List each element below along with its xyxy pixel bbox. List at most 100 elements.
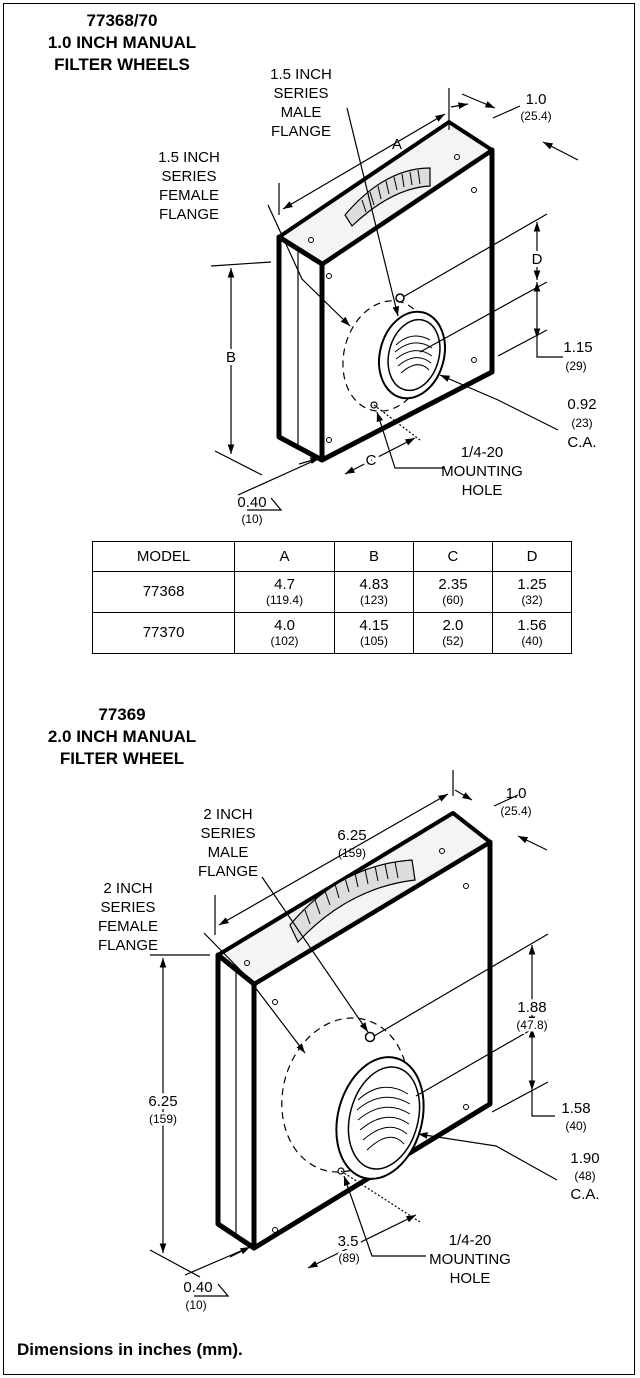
cell-metric: (119.4) [265, 593, 304, 607]
top-male-flange-4: FLANGE [271, 123, 331, 140]
bottom-dim-thickness: 1.0 [506, 785, 527, 802]
bottom-mounting-3: HOLE [450, 1270, 491, 1287]
cell-value: 4.0 [274, 617, 295, 634]
bottom-ca-label: C.A. [570, 1186, 599, 1203]
bottom-dim-edge-mm: (10) [185, 1298, 206, 1312]
top-dim-edge: 0.40 [237, 494, 266, 511]
model-value: 77368 [142, 583, 185, 600]
bottom-dim-top-offset-mm: (47.8) [516, 1018, 547, 1032]
bottom-dim-edge: 0.40 [183, 1279, 212, 1296]
bottom-diagram: 77369 2.0 INCH MANUAL FILTER WHEEL [48, 705, 600, 1312]
table-cell: 2.0(52) [412, 612, 493, 654]
page-frame [3, 3, 635, 1375]
top-title-line2: 1.0 INCH MANUAL [48, 33, 196, 52]
bottom-dim-hole: 3.5 [338, 1233, 359, 1250]
top-dim-d: D [532, 251, 543, 268]
top-male-flange-1: 1.5 INCH [270, 66, 332, 83]
top-male-flange-3: MALE [281, 104, 322, 121]
top-dimension-lines [210, 88, 579, 511]
top-wheel-body [276, 120, 495, 463]
table-header-row: MODEL A B C D [91, 541, 573, 572]
top-dim-offset-mm: (29) [565, 359, 586, 373]
bottom-mounting-1: 1/4-20 [449, 1232, 492, 1249]
bottom-mounting-2: MOUNTING [429, 1251, 511, 1268]
bottom-dim-height: 6.25 [148, 1093, 177, 1110]
dimensions-table: MODEL A B C D 77368 4.7(119.4) 4.83(123)… [91, 541, 573, 654]
bottom-male-flange-1: 2 INCH [203, 806, 252, 823]
table-cell: 4.15(105) [333, 612, 414, 654]
top-dim-ca: 0.92 [567, 396, 596, 413]
bottom-dim-offset: 1.58 [561, 1100, 590, 1117]
cell-value: 4.7 [274, 576, 295, 593]
top-male-flange-2: SERIES [273, 85, 328, 102]
table-cell: 1.56(40) [491, 612, 573, 654]
header-model: MODEL [91, 541, 236, 572]
cell-value: 4.83 [359, 576, 389, 593]
table-cell: 1.25(32) [491, 571, 573, 613]
cell-value: 2.0 [442, 617, 464, 634]
top-mounting-1: 1/4-20 [461, 444, 504, 461]
row-model: 77368 [91, 571, 236, 613]
cell-value: 1.25 [517, 576, 547, 593]
bottom-dim-width-mm: (159) [338, 846, 366, 860]
bottom-dim-top-offset: 1.88 [517, 999, 546, 1016]
model-value: 77370 [142, 624, 185, 641]
cell-metric: (32) [521, 593, 543, 607]
table-row: 77368 4.7(119.4) 4.83(123) 2.35(60) 1.25… [91, 571, 573, 613]
bottom-female-flange-2: SERIES [100, 899, 155, 916]
cell-metric: (123) [359, 593, 388, 607]
top-female-flange-4: FLANGE [159, 206, 219, 223]
bottom-female-flange-4: FLANGE [98, 937, 158, 954]
cell-value: 2.35 [438, 576, 468, 593]
bottom-dim-ca: 1.90 [570, 1150, 599, 1167]
table-cell: 4.83(123) [333, 571, 414, 613]
header-b: B [333, 541, 414, 572]
table-cell: 4.0(102) [234, 612, 335, 654]
top-dim-edge-mm: (10) [241, 512, 262, 526]
bottom-male-flange-3: MALE [208, 844, 249, 861]
top-dim-b: B [226, 349, 236, 366]
top-mounting-3: HOLE [462, 482, 503, 499]
bottom-dim-ca-mm: (48) [574, 1169, 595, 1183]
top-dim-a: A [392, 136, 402, 153]
bottom-male-flange-4: FLANGE [198, 863, 258, 880]
bottom-female-flange-3: FEMALE [98, 918, 158, 935]
bottom-dim-height-mm: (159) [149, 1112, 177, 1126]
table-cell: 4.7(119.4) [234, 571, 335, 613]
top-dim-thickness: 1.0 [526, 91, 547, 108]
row-model: 77370 [91, 612, 236, 654]
bottom-dim-offset-mm: (40) [565, 1119, 586, 1133]
top-mounting-2: MOUNTING [441, 463, 523, 480]
cell-value: 1.56 [517, 617, 547, 634]
top-dim-offset: 1.15 [563, 339, 592, 356]
bottom-female-flange-1: 2 INCH [103, 880, 152, 897]
header-a: A [234, 541, 335, 572]
top-female-flange-3: FEMALE [159, 187, 219, 204]
top-diagram: 77368/70 1.0 INCH MANUAL FILTER WHEELS [48, 11, 597, 526]
top-dim-ca-mm: (23) [571, 416, 592, 430]
bottom-dim-thickness-mm: (25.4) [500, 804, 531, 818]
top-title-line1: 77368/70 [87, 11, 158, 30]
table-cell: 2.35(60) [412, 571, 493, 613]
top-ca-label: C.A. [567, 434, 596, 451]
bottom-wheel-body [215, 811, 493, 1251]
top-female-flange-2: SERIES [161, 168, 216, 185]
bottom-dim-hole-mm: (89) [338, 1251, 359, 1265]
top-dim-c: C [366, 452, 377, 469]
table-row: 77370 4.0(102) 4.15(105) 2.0(52) 1.56(40… [91, 612, 573, 654]
header-d: D [491, 541, 573, 572]
cell-metric: (40) [521, 634, 543, 648]
bottom-title-line1: 77369 [98, 705, 145, 724]
bottom-title-line2: 2.0 INCH MANUAL [48, 727, 196, 746]
top-female-flange-1: 1.5 INCH [158, 149, 220, 166]
top-dim-thickness-mm: (25.4) [520, 109, 551, 123]
header-c: C [412, 541, 493, 572]
cell-metric: (52) [442, 634, 464, 648]
bottom-dimension-lines [149, 770, 558, 1297]
cell-metric: (102) [270, 634, 299, 648]
top-title-line3: FILTER WHEELS [54, 55, 190, 74]
cell-metric: (60) [442, 593, 464, 607]
cell-value: 4.15 [359, 617, 389, 634]
bottom-title-line3: FILTER WHEEL [60, 749, 184, 768]
